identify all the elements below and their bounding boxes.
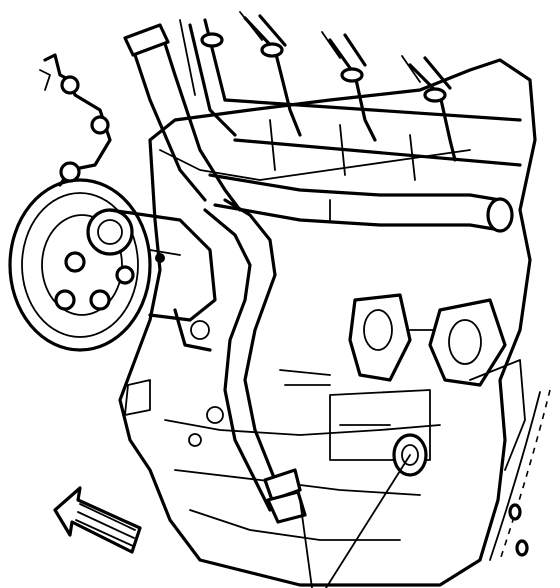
water-pump-pulley	[8, 178, 217, 352]
coolant-crossover-pipe	[208, 173, 514, 233]
upper-coolant-pipe	[123, 23, 242, 212]
thermostat-housings	[279, 293, 507, 387]
heater-hose	[203, 198, 307, 524]
flywheel-ring-gear	[489, 389, 551, 561]
upper-bracket	[39, 53, 112, 187]
callout-leader	[299, 454, 411, 588]
intake-runners	[179, 11, 522, 181]
direction-arrow-icon	[53, 486, 142, 554]
